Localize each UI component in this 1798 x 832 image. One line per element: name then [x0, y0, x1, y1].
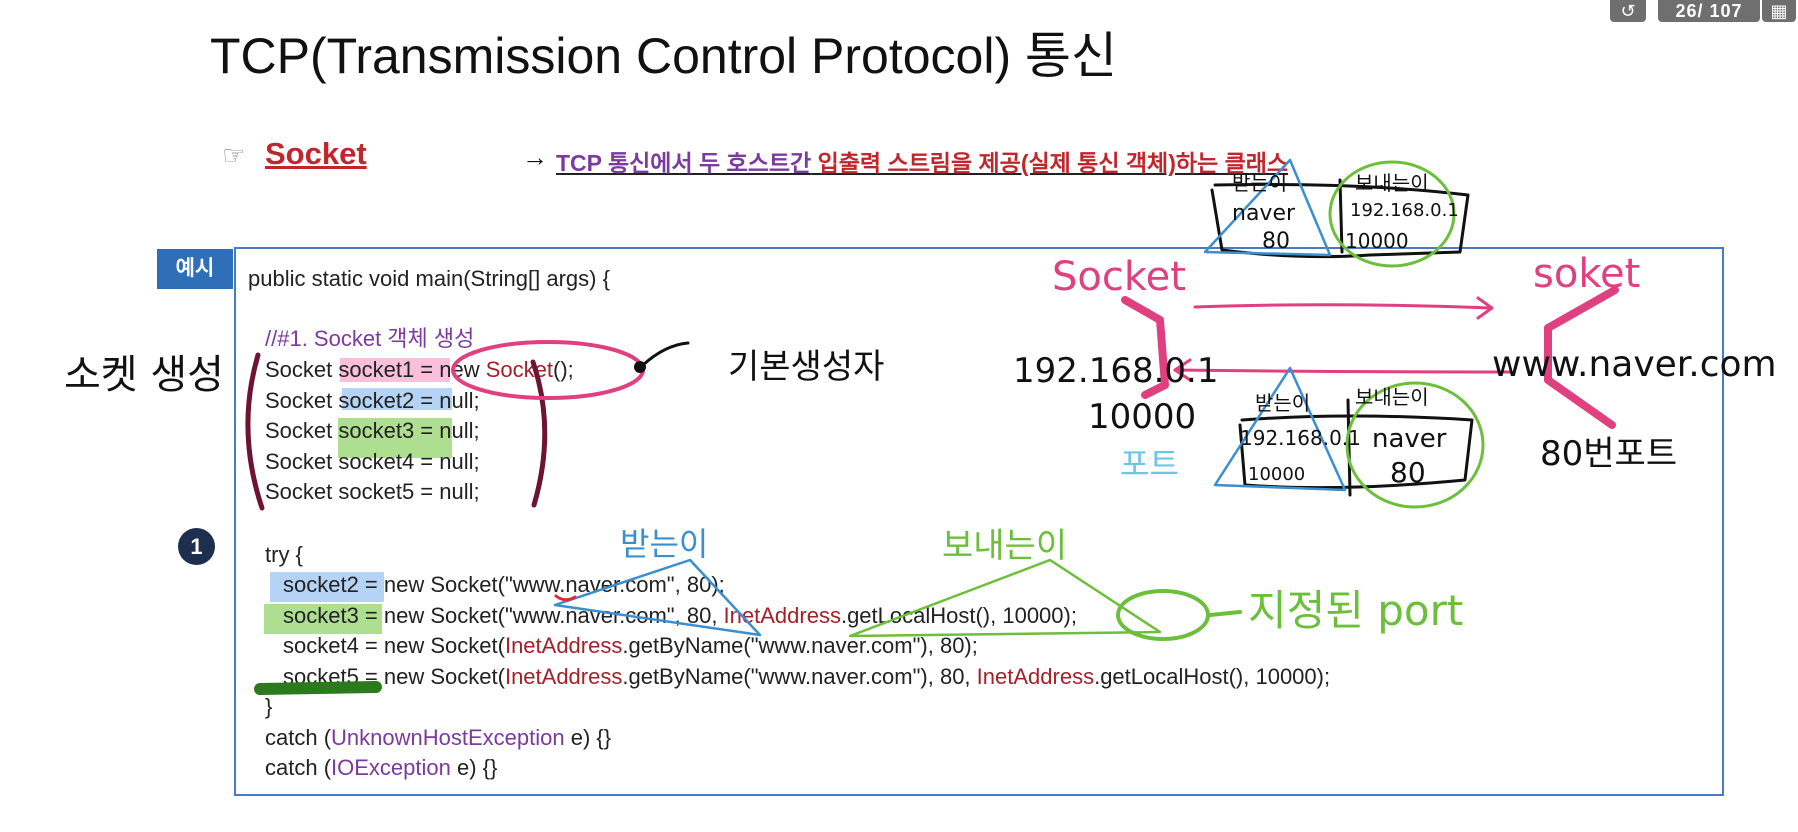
code-class: Socket	[485, 357, 553, 382]
code-line-socket5: Socket socket5 = null;	[265, 479, 480, 504]
arrow-right-line	[1193, 303, 1492, 310]
grid-icon[interactable]: ▦	[1762, 0, 1796, 22]
code-close-brace: }	[265, 694, 273, 719]
right-bracket	[530, 359, 548, 508]
code-text: ();	[553, 357, 574, 382]
arrow-left-line	[1173, 368, 1512, 374]
code-line-socket1: Socket socket1 = new Socket();	[265, 356, 574, 384]
bottom-table-blue-triangle	[1213, 366, 1347, 492]
arrow-icon: →	[522, 142, 548, 172]
code-text: .getByName("www.naver.com"), 80,	[622, 664, 977, 689]
code-class: InetAddress	[504, 664, 623, 689]
left-socket-shape	[1121, 296, 1169, 399]
note-left-socket: Socket	[1052, 254, 1186, 300]
top-table-send-ip: 192.168.0.1	[1350, 200, 1459, 221]
code-comment: //#1. Socket 객체 생성	[265, 326, 475, 351]
left-bracket	[245, 352, 265, 511]
note-receiver: 받는이	[620, 525, 708, 563]
code-exception: IOException	[331, 755, 451, 780]
arrow-left-head	[1173, 358, 1192, 382]
page-counter: 26/ 107	[1658, 0, 1760, 22]
top-table-recv-host: naver	[1232, 201, 1296, 226]
example-label: 예시	[157, 249, 233, 289]
top-table-recv-label: 받는이	[1232, 171, 1287, 195]
pointer-stroke	[641, 341, 690, 367]
history-icon[interactable]: ↺	[1610, 0, 1646, 22]
note-local-port: 10000	[1088, 397, 1196, 437]
highlight-socket3-decl	[338, 418, 452, 458]
code-line-socket4: Socket socket4 = null;	[265, 449, 480, 474]
code-text: e) {}	[450, 755, 498, 780]
description-part-b: 입출력 스트림을 제공(실제 통신 객체)하는 클래스	[811, 150, 1289, 176]
arrow-right-head	[1476, 296, 1494, 320]
highlight-socket2-decl	[342, 388, 452, 410]
note-sender: 보내는이	[942, 526, 1067, 566]
right-socket-shape	[1544, 286, 1619, 429]
dark-green-strike	[254, 681, 382, 695]
red-squiggle	[554, 594, 577, 602]
code-text: .getByName("www.naver.com"), 80);	[622, 633, 978, 658]
code-text: .getLocalHost(), 10000);	[840, 603, 1077, 628]
blue-triangle-receiver	[553, 558, 762, 637]
bottom-table-send-port: 80	[1390, 456, 1426, 489]
note-remote-host: www.naver.com	[1492, 344, 1777, 385]
pointer-dot	[634, 361, 646, 373]
bottom-table-divider	[1346, 398, 1352, 497]
top-table-divider	[1338, 178, 1344, 254]
pink-circle-new-socket	[451, 340, 645, 400]
code-assign-socket3: socket3 = new Socket("www.naver.com", 80…	[283, 602, 1077, 630]
note-port-word: 포트	[1120, 445, 1179, 483]
top-table-green-circle	[1328, 160, 1456, 268]
top-table-send-port: 10000	[1345, 229, 1409, 253]
code-text: .getLocalHost(), 10000);	[1094, 664, 1331, 689]
bottom-table-recv-ip: 192.168.0.1	[1240, 426, 1361, 450]
step-badge: 1	[178, 528, 215, 565]
top-table-blue-triangle	[1203, 158, 1332, 257]
description-part-a: TCP 통신에서 두 호스트간	[556, 150, 812, 176]
example-code-box	[234, 247, 1724, 796]
note-default-constructor: 기본생성자	[728, 347, 884, 387]
code-line-socket2: Socket socket2 = null;	[265, 388, 480, 413]
code-catch-unknownhost: catch (UnknownHostException e) {}	[265, 724, 611, 752]
green-triangle-sender	[848, 558, 1162, 638]
code-class: InetAddress	[976, 664, 1095, 689]
slide-title: TCP(Transmission Control Protocol) 통신	[210, 28, 1118, 84]
highlight-socket1	[340, 358, 450, 382]
code-text: e) {}	[564, 725, 612, 750]
bottom-table-recv-port: 10000	[1248, 464, 1305, 485]
code-text: catch (	[265, 725, 332, 750]
highlight-socket3-use	[264, 604, 382, 634]
code-exception: UnknownHostException	[331, 725, 565, 750]
code-try: try {	[265, 542, 303, 567]
code-main-signature: public static void main(String[] args) {	[248, 266, 610, 291]
green-connector	[1208, 610, 1242, 617]
code-text: catch (	[265, 755, 332, 780]
code-text: socket4 = new Socket(	[283, 633, 505, 658]
code-text: Socket socket1 = new	[265, 357, 486, 382]
bottom-table-send-label: 보내는이	[1355, 385, 1429, 409]
green-circle-port	[1116, 589, 1210, 641]
note-local-ip: 192.168.0.1	[1013, 351, 1218, 391]
code-class: InetAddress	[504, 633, 623, 658]
bottom-table-send-host: naver	[1372, 424, 1447, 454]
note-socket-creation: 소켓 생성	[64, 352, 224, 398]
note-remote-port: 80번포트	[1540, 434, 1677, 474]
top-table-send-label: 보내는이	[1355, 171, 1429, 195]
code-line-socket3: Socket socket3 = null;	[265, 418, 480, 443]
socket-heading: Socket	[265, 136, 367, 171]
bottom-table-recv-label: 받는이	[1255, 391, 1310, 415]
code-text: socket3 = new Socket("www.naver.com", 80…	[283, 603, 724, 628]
socket-description: TCP 통신에서 두 호스트간 입출력 스트림을 제공(실제 통신 객체)하는 …	[556, 144, 1288, 178]
bottom-table-green-circle	[1345, 381, 1485, 509]
highlight-socket2-use	[270, 572, 384, 602]
note-designated-port: 지정된 port	[1248, 586, 1463, 635]
note-right-socket: soket	[1533, 251, 1640, 297]
code-assign-socket4: socket4 = new Socket(InetAddress.getByNa…	[283, 632, 978, 660]
pointing-hand-icon: ☞	[222, 140, 246, 170]
top-table-recv-port: 80	[1262, 229, 1290, 254]
code-catch-io: catch (IOException e) {}	[265, 754, 497, 782]
